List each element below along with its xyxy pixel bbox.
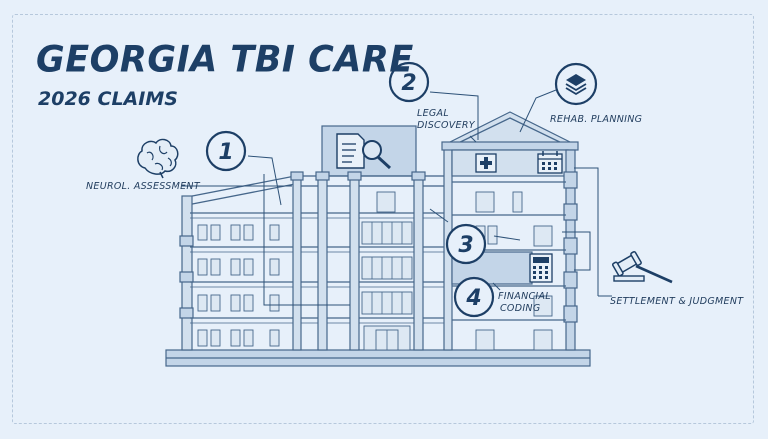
medical-cross-icon bbox=[475, 153, 497, 173]
calendar-icon bbox=[537, 151, 563, 174]
document-search-icon bbox=[336, 133, 392, 170]
stack-layers-icon bbox=[554, 62, 598, 106]
label-financial-line2: CODING bbox=[500, 303, 541, 314]
step-number-2: 2 bbox=[401, 71, 416, 96]
page-subtitle: 2026 CLAIMS bbox=[38, 88, 178, 110]
page-title: GEORGIA TBI CARE bbox=[36, 39, 414, 81]
pointer-lines bbox=[182, 89, 612, 306]
label-neurol-assessment: NEUROL. ASSESSMENT bbox=[86, 181, 200, 192]
label-rehab-planning: REHAB. PLANNING bbox=[550, 114, 643, 125]
label-settlement-judgment: SETTLEMENT & JUDGMENT bbox=[610, 296, 744, 307]
step-marker-2: 2 bbox=[388, 61, 430, 103]
step-number-3: 3 bbox=[458, 233, 473, 258]
brain-icon bbox=[137, 138, 179, 179]
dashed-frame bbox=[12, 14, 754, 424]
step-marker-4: 4 bbox=[453, 276, 495, 318]
step-number-4: 4 bbox=[465, 286, 481, 311]
calculator-icon bbox=[529, 253, 553, 283]
label-legal-line1: LEGAL bbox=[417, 108, 449, 119]
label-financial-line1: FINANCIAL bbox=[498, 291, 551, 302]
step-number-1: 1 bbox=[218, 140, 233, 165]
right-wing bbox=[441, 111, 579, 351]
step-marker-3: 3 bbox=[445, 223, 487, 265]
label-legal-line2: DISCOVERY bbox=[417, 120, 475, 131]
label-legal-discovery: LEGAL DISCOVERY bbox=[417, 108, 475, 132]
label-financial-coding: FINANCIAL CODING bbox=[498, 291, 551, 315]
left-wing-windows bbox=[197, 224, 280, 347]
gavel-icon bbox=[611, 251, 673, 284]
step-marker-1: 1 bbox=[205, 130, 247, 172]
